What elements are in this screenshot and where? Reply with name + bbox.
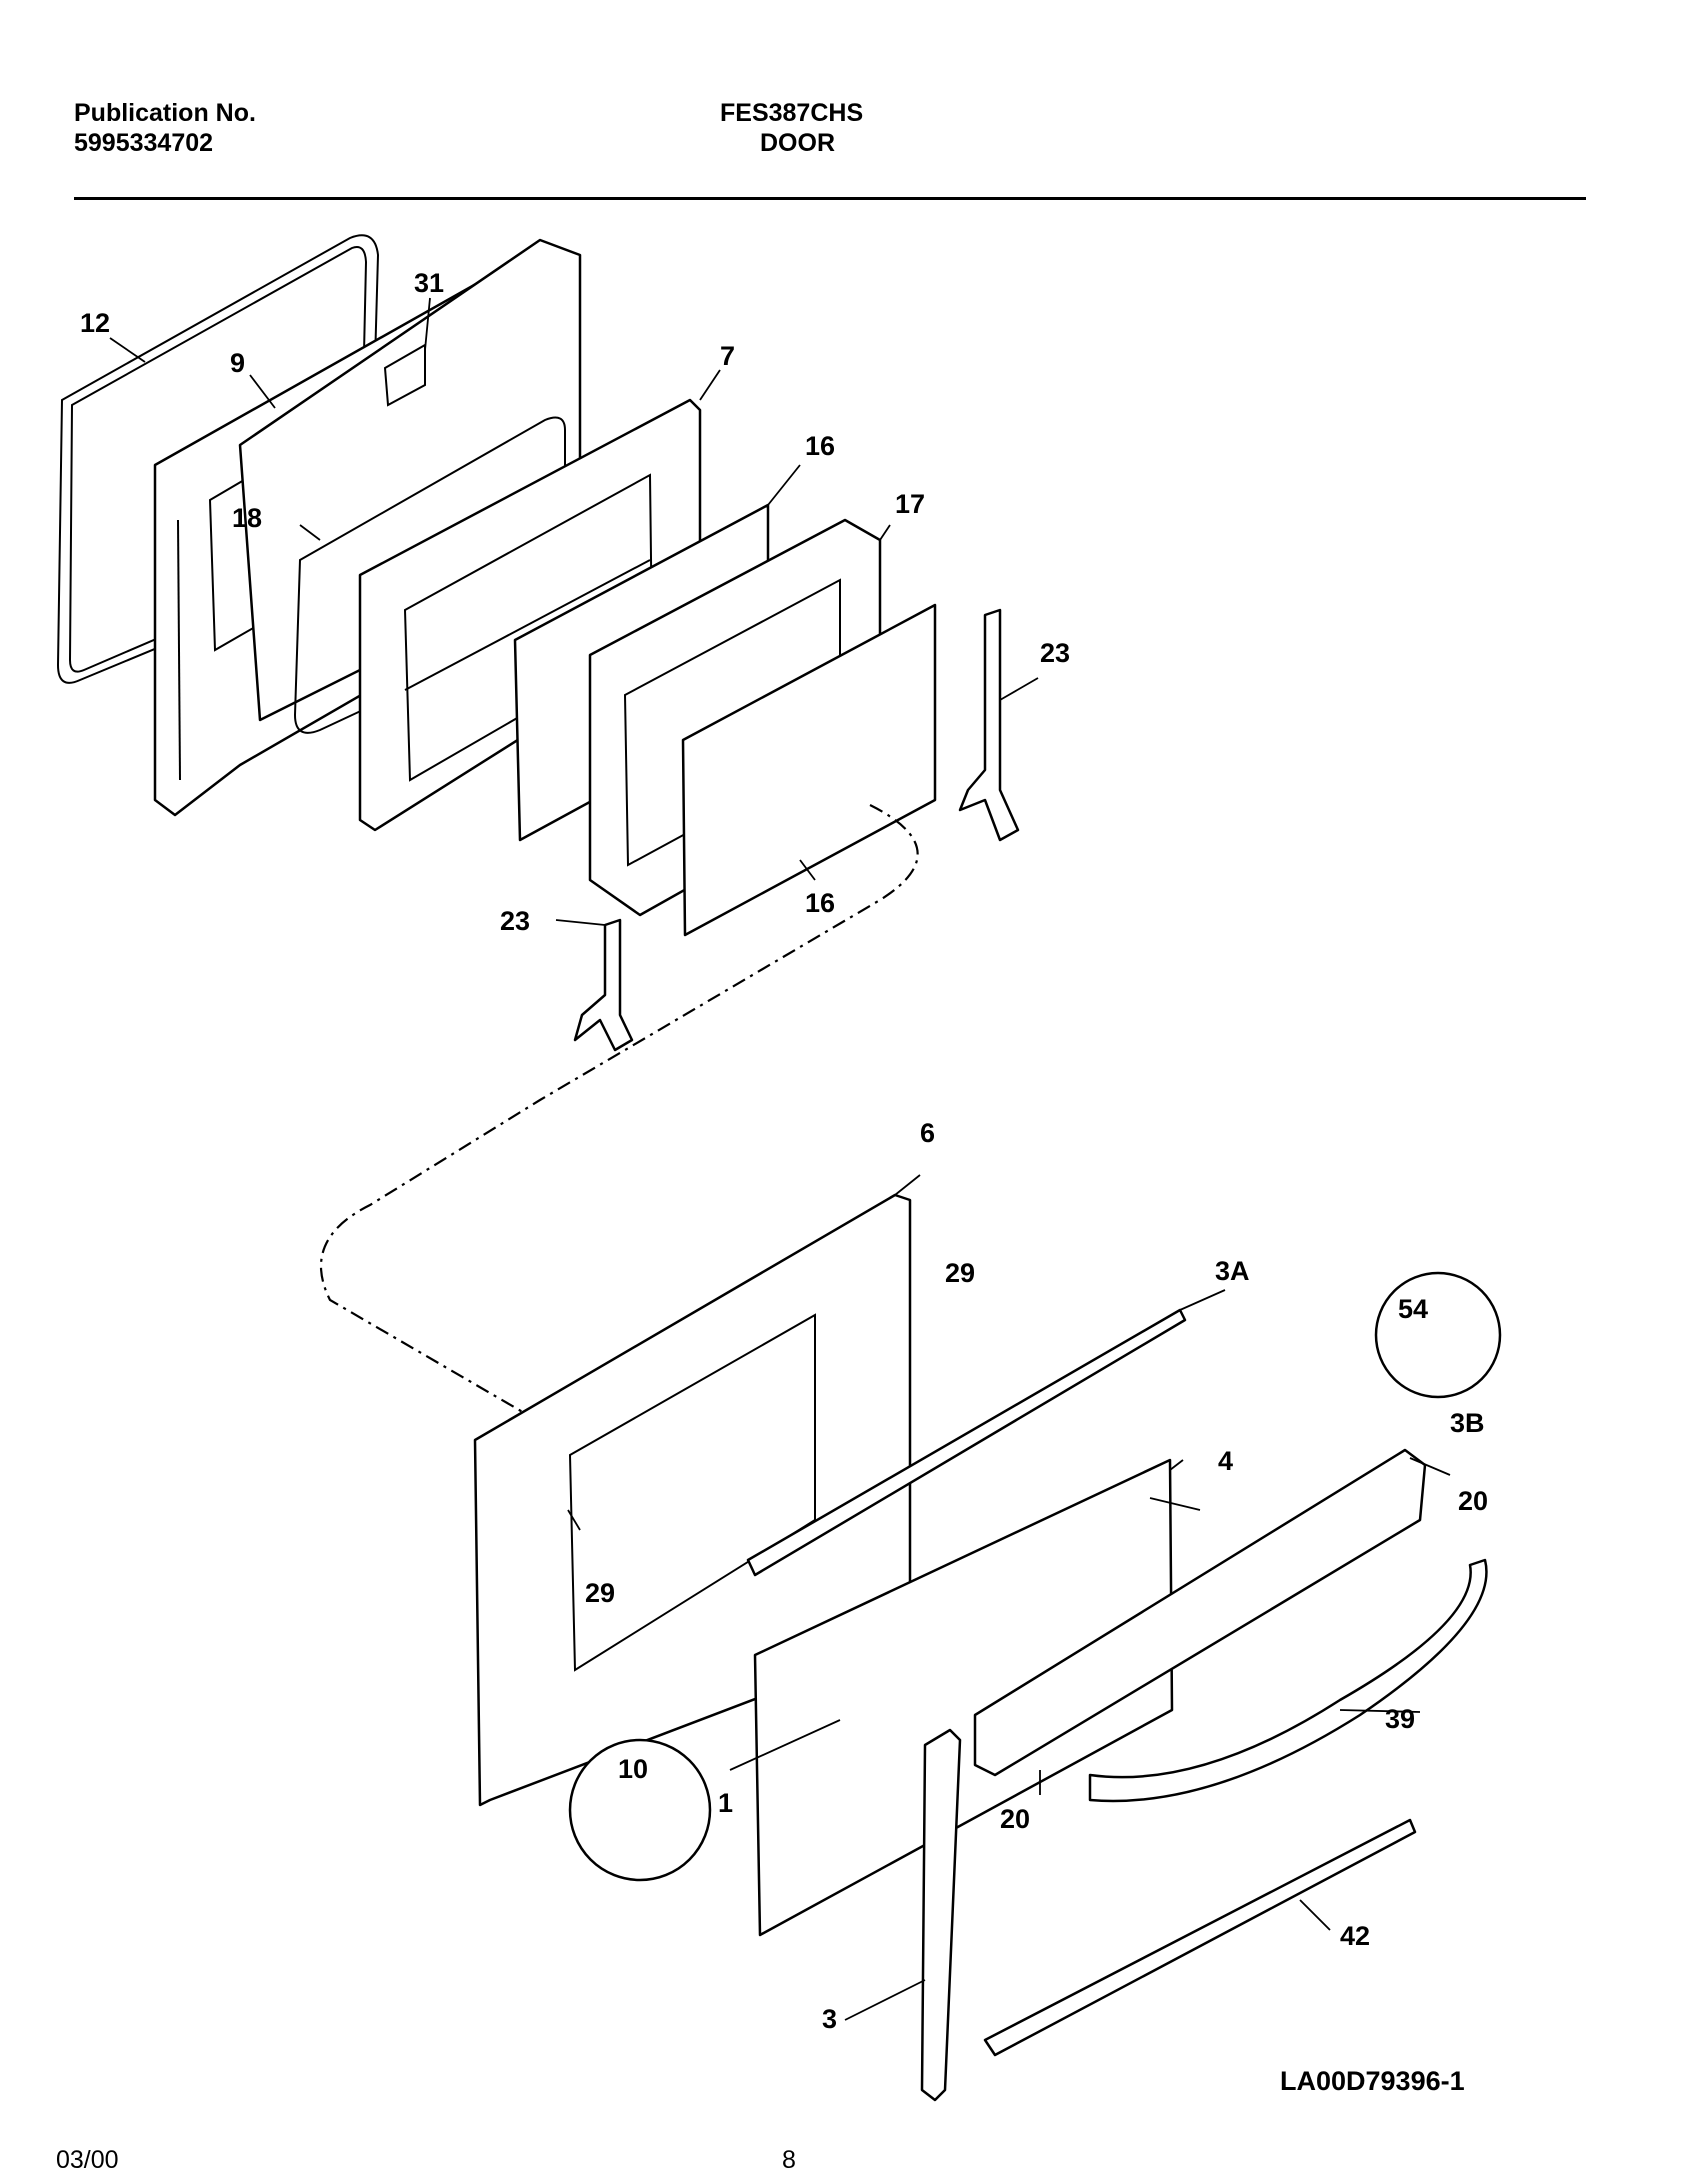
callout-54: 54 [1398, 1294, 1428, 1324]
publication-number: 5995334702 [74, 129, 214, 157]
part-42-bottom-trim [983, 1818, 1417, 2057]
callout-12: 12 [80, 308, 110, 338]
callout-23-left: 23 [500, 906, 530, 936]
callout-42: 42 [1340, 1921, 1370, 1951]
part-3B-bracket [973, 1448, 1427, 1777]
callout-6: 6 [920, 1118, 935, 1148]
callout-9: 9 [230, 348, 245, 378]
drawing-id: LA00D79396-1 [1280, 2066, 1465, 2096]
model-number: FES387CHS [720, 99, 864, 127]
part-4-glass-panel [753, 1458, 1174, 1937]
part-39-handle [1088, 1558, 1488, 1803]
callout-17: 17 [895, 489, 925, 519]
callout-18: 18 [232, 503, 262, 533]
callout-1: 1 [718, 1788, 733, 1818]
callout-3B: 3B [1450, 1408, 1485, 1438]
part-23-hinge-left [573, 918, 634, 1052]
callout-4: 4 [1218, 1446, 1233, 1476]
callout-16-upper: 16 [805, 431, 835, 461]
callout-3A: 3A [1215, 1256, 1250, 1286]
callout-16-lower: 16 [805, 888, 835, 918]
part-16-glass-lower [681, 603, 937, 937]
publication-label: Publication No. [74, 99, 256, 127]
footer-date: 03/00 [56, 2146, 119, 2174]
part-3-side-trim [920, 1728, 962, 2102]
callout-7: 7 [720, 341, 735, 371]
part-3A-trim [746, 1308, 1187, 1577]
callout-39: 39 [1385, 1704, 1415, 1734]
detail-circle-54 [1374, 1271, 1502, 1399]
page-number: 8 [782, 2146, 796, 2174]
section-title: DOOR [760, 129, 835, 157]
callout-29-upper: 29 [945, 1258, 975, 1288]
detail-circle-10 [568, 1738, 712, 1882]
callout-20-right: 20 [1458, 1486, 1488, 1516]
callout-10: 10 [618, 1754, 648, 1784]
header-rule [74, 197, 1586, 200]
callout-3: 3 [822, 2004, 837, 2034]
callout-23-right: 23 [1040, 638, 1070, 668]
callout-31: 31 [414, 268, 444, 298]
callout-20-lower: 20 [1000, 1804, 1030, 1834]
callout-29-lower: 29 [585, 1578, 615, 1608]
part-23-hinge-right [958, 608, 1020, 842]
